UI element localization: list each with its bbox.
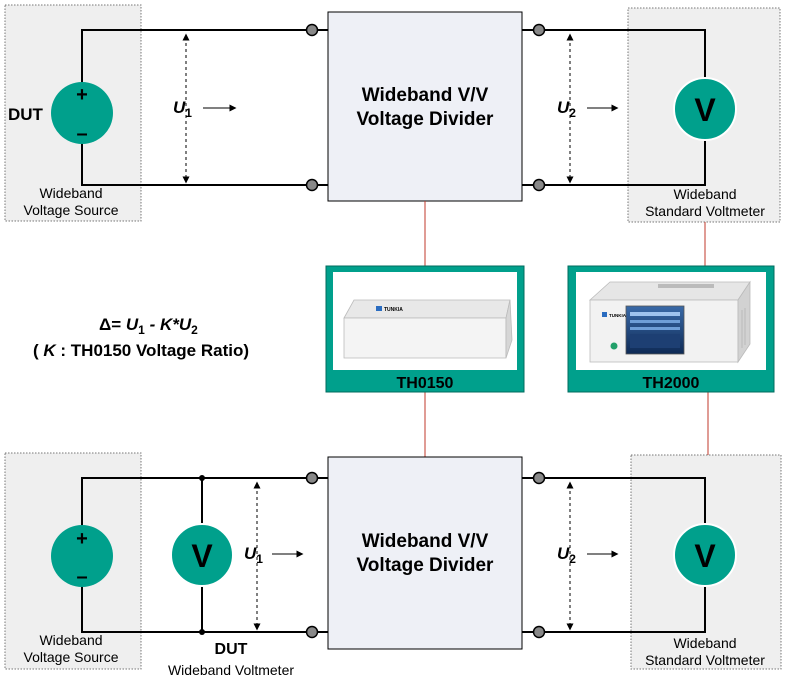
top-voltage-divider-box <box>327 11 523 202</box>
top-right-upper-wire <box>539 29 706 78</box>
bottom-source-minus: – <box>76 566 87 588</box>
th2000-device-image: TUNKIA <box>588 280 751 364</box>
th2000-device-panel: TUNKIA TH2000 <box>567 265 775 393</box>
top-left-upper-terminal <box>305 23 328 37</box>
bottom-source-plus: + <box>76 528 88 550</box>
top-voltmeter-caption-line2: Standard Voltmeter <box>645 203 765 219</box>
top-divider-line1: Wideband V/V <box>362 85 489 106</box>
top-u1-label: U1 <box>173 98 192 120</box>
bottom-dut-voltmeter-symbol: V <box>191 538 213 574</box>
bottom-dut-voltmeter-icon: V <box>170 523 234 587</box>
th0150-label: TH0150 <box>397 375 454 392</box>
bottom-right-upper-wire <box>539 477 706 524</box>
top-divider-line2: Voltage Divider <box>357 109 495 130</box>
bottom-upper-junction <box>199 475 205 481</box>
top-left-upper-wire <box>81 29 312 89</box>
bottom-right-lower-wire <box>539 586 706 633</box>
top-left-lower-wire <box>81 138 312 186</box>
top-voltage-source-icon: + – <box>51 82 113 145</box>
top-circuit: + – DUT Wideband Voltage Source U1 Wideb… <box>4 4 781 223</box>
bottom-dut-label: DUT <box>215 641 248 658</box>
th2000-label: TH2000 <box>643 375 700 392</box>
bottom-left-lower-wire <box>81 582 312 633</box>
bottom-right-lower-terminal <box>522 625 546 639</box>
formula-delta: Δ= U1 - K*U2 <box>99 315 198 337</box>
bottom-voltmeter-symbol: V <box>694 538 716 574</box>
bottom-dut-caption: Wideband Voltmeter <box>168 662 294 678</box>
bottom-voltage-source-icon: + – <box>51 525 113 588</box>
top-standard-voltmeter-icon: V <box>673 77 737 141</box>
bottom-voltmeter-caption-line1: Wideband <box>673 635 736 651</box>
bottom-voltmeter-caption-line2: Standard Voltmeter <box>645 652 765 668</box>
formula-note: ( K : TH0150 Voltage Ratio) <box>33 341 249 360</box>
bottom-circuit: + – Wideband Voltage Source V DUT Wideba… <box>4 452 782 678</box>
th0150-brand: TUNKIA <box>384 307 403 313</box>
bottom-lower-junction <box>199 629 205 635</box>
bottom-standard-voltmeter-icon: V <box>673 523 737 587</box>
error-formula: Δ= U1 - K*U2 ( K : TH0150 Voltage Ratio) <box>33 315 249 360</box>
top-dut-label: DUT <box>8 105 44 124</box>
bottom-source-caption-line1: Wideband <box>39 632 102 648</box>
bottom-source-caption-line2: Voltage Source <box>24 649 119 665</box>
top-voltmeter-caption-line1: Wideband <box>673 186 736 202</box>
top-voltmeter-symbol: V <box>694 92 716 128</box>
top-right-upper-terminal <box>522 23 546 37</box>
device-connection-lines <box>424 201 709 457</box>
bottom-u1-label: U1 <box>244 544 263 566</box>
th2000-brand: TUNKIA <box>609 313 627 318</box>
bottom-right-upper-terminal <box>522 471 546 485</box>
bottom-left-upper-wire <box>81 477 312 528</box>
top-right-lower-terminal <box>522 178 546 192</box>
top-source-plus: + <box>76 84 88 106</box>
bottom-u2-label: U2 <box>557 544 576 566</box>
top-right-lower-wire <box>539 140 706 186</box>
top-source-caption-line2: Voltage Source <box>24 202 119 218</box>
th0150-device-image: TUNKIA <box>343 299 513 359</box>
bottom-voltage-divider-box <box>327 456 523 650</box>
bottom-left-upper-terminal <box>305 471 328 485</box>
bottom-divider-line2: Voltage Divider <box>357 555 495 576</box>
top-source-caption-line1: Wideband <box>39 185 102 201</box>
top-left-lower-terminal <box>305 178 328 192</box>
top-u2-label: U2 <box>557 98 576 120</box>
top-source-minus: – <box>76 123 87 145</box>
bottom-divider-line1: Wideband V/V <box>362 531 489 552</box>
th0150-device-panel: TUNKIA TH0150 <box>325 265 525 393</box>
bottom-left-lower-terminal <box>305 625 328 639</box>
